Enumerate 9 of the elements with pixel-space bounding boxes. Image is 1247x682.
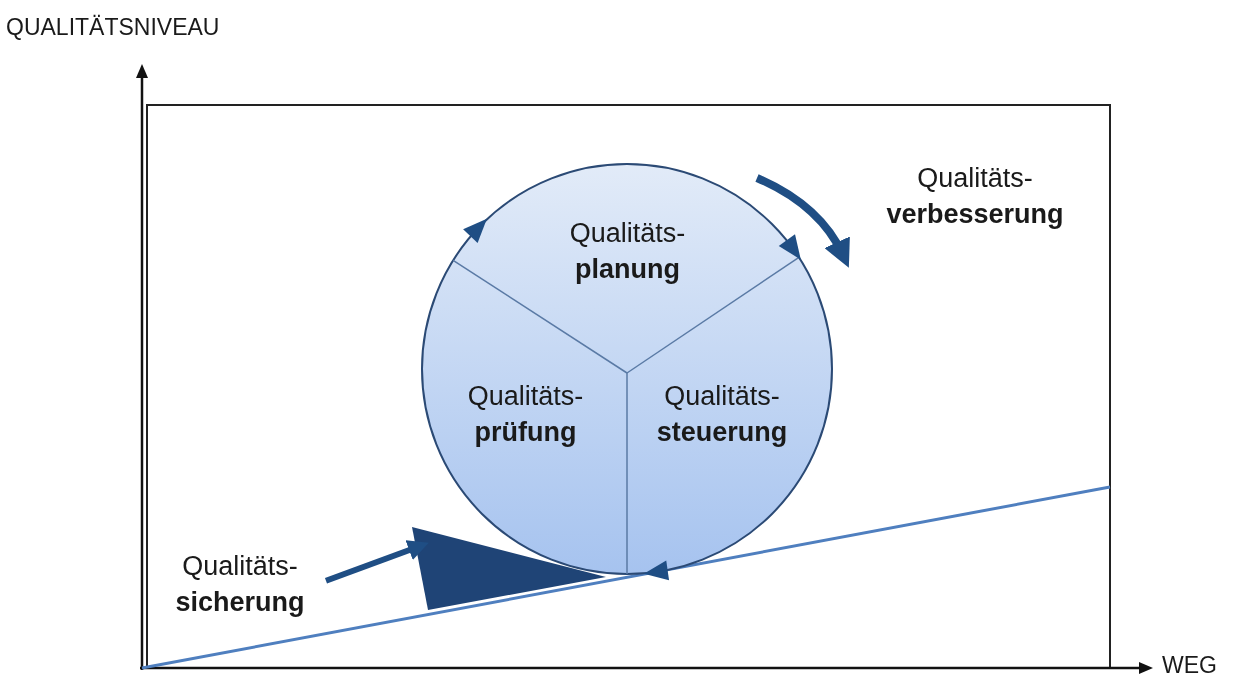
arrow xyxy=(324,540,429,584)
annotation-text: Qualitäts- verbesserung xyxy=(855,160,1095,233)
axis-label: QUALITÄTSNIVEAU xyxy=(6,14,220,41)
segment-label: Qualitäts- prüfung xyxy=(428,378,623,451)
annotation-text: Qualitäts- sicherung xyxy=(150,548,330,621)
wedge-block xyxy=(412,527,606,610)
segment-label: Qualitäts- planung xyxy=(525,215,730,288)
segment-label: Qualitäts- steuerung xyxy=(632,378,812,451)
axis-label: WEG xyxy=(1162,652,1217,679)
